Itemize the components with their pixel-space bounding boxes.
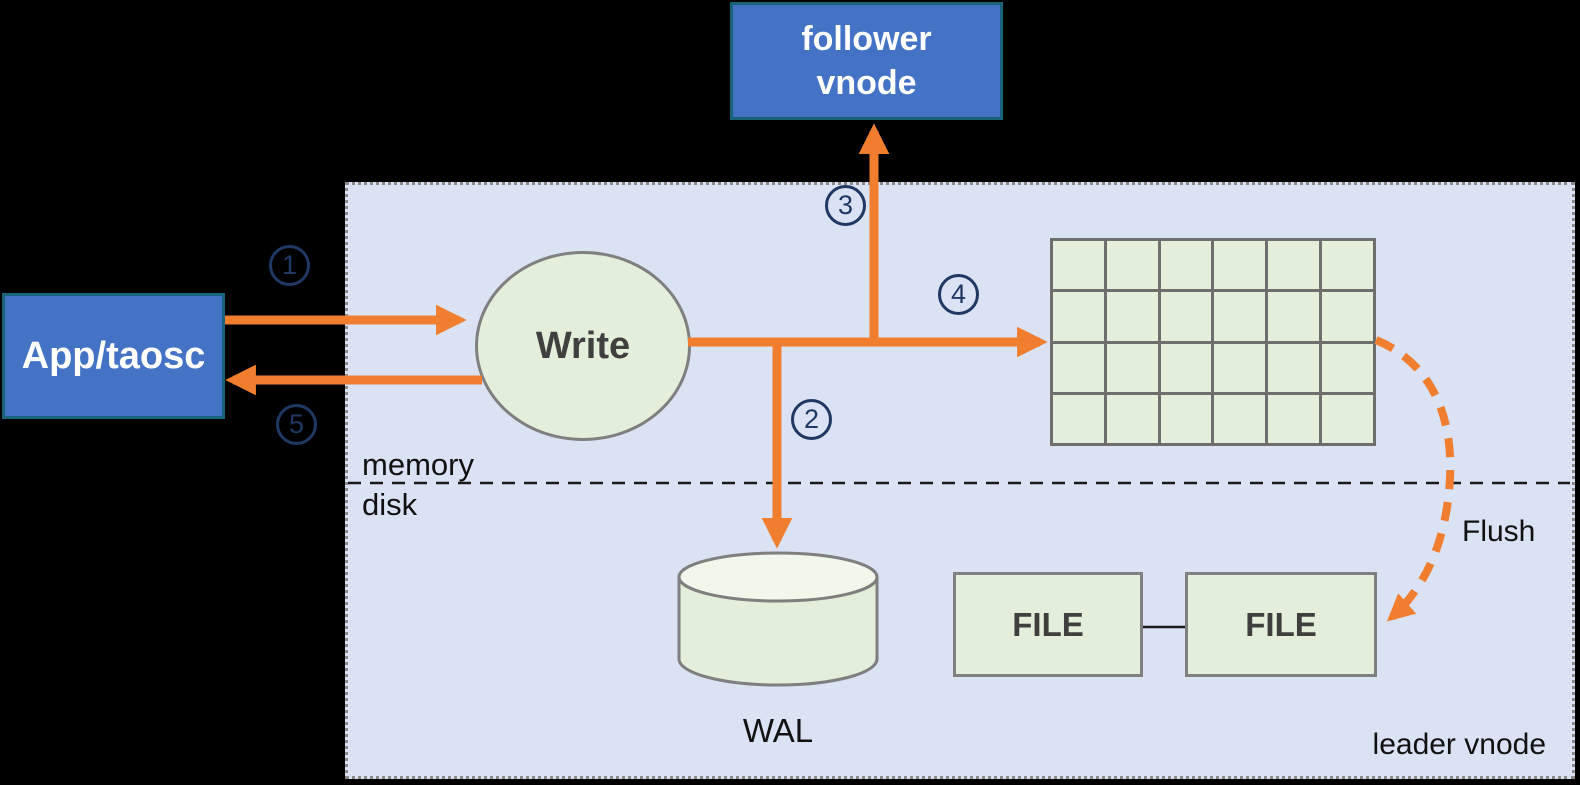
write-circle: Write <box>475 251 691 441</box>
mem-table-cell <box>1214 394 1266 443</box>
file-box-1: FILE <box>953 572 1143 677</box>
step-badge-4: 4 <box>938 274 979 315</box>
mem-table-cell <box>1322 343 1373 392</box>
leader-vnode-label: leader vnode <box>1372 728 1546 761</box>
mem-table-cell <box>1106 241 1158 290</box>
app-taosc-label: App/taosc <box>21 334 206 377</box>
file-box-1-label: FILE <box>1012 605 1084 643</box>
mem-table-cell <box>1268 394 1320 443</box>
mem-table-cell <box>1053 394 1104 443</box>
disk-label: disk <box>362 487 418 522</box>
mem-table-cell <box>1214 241 1266 290</box>
write-label: Write <box>535 324 631 367</box>
mem-table-cell <box>1160 394 1212 443</box>
mem-table-cell <box>1053 241 1104 290</box>
mem-table-cell <box>1268 343 1320 392</box>
step-badge-5: 5 <box>276 404 317 445</box>
follower-vnode-label: follower vnode <box>801 20 932 102</box>
mem-table-cell <box>1160 241 1212 290</box>
mem-table-cell <box>1214 343 1266 392</box>
wal-label: WAL <box>742 712 814 749</box>
follower-vnode-box: follower vnode <box>730 2 1003 120</box>
mem-table-cell <box>1160 292 1212 341</box>
mem-table-cell <box>1268 241 1320 290</box>
mem-table <box>1050 238 1376 446</box>
wal-cylinder-icon <box>676 549 880 691</box>
flush-label: Flush <box>1462 515 1536 548</box>
step-badge-2: 2 <box>791 399 832 440</box>
mem-table-cell <box>1106 292 1158 341</box>
step-badge-1: 1 <box>269 245 310 286</box>
mem-table-cell <box>1053 292 1104 341</box>
mem-table-cell <box>1214 292 1266 341</box>
step-badge-3: 3 <box>825 185 866 226</box>
mem-table-cell <box>1322 241 1373 290</box>
mem-table-cell <box>1322 292 1373 341</box>
mem-table-cell <box>1053 343 1104 392</box>
mem-table-cell <box>1106 394 1158 443</box>
memory-label: memory <box>362 447 474 482</box>
mem-table-cell <box>1106 343 1158 392</box>
file-box-2: FILE <box>1185 572 1377 677</box>
mem-table-cell <box>1268 292 1320 341</box>
app-taosc-box: App/taosc <box>2 293 225 419</box>
mem-table-cell <box>1160 343 1212 392</box>
file-box-2-label: FILE <box>1245 605 1317 643</box>
mem-table-cell <box>1322 394 1373 443</box>
